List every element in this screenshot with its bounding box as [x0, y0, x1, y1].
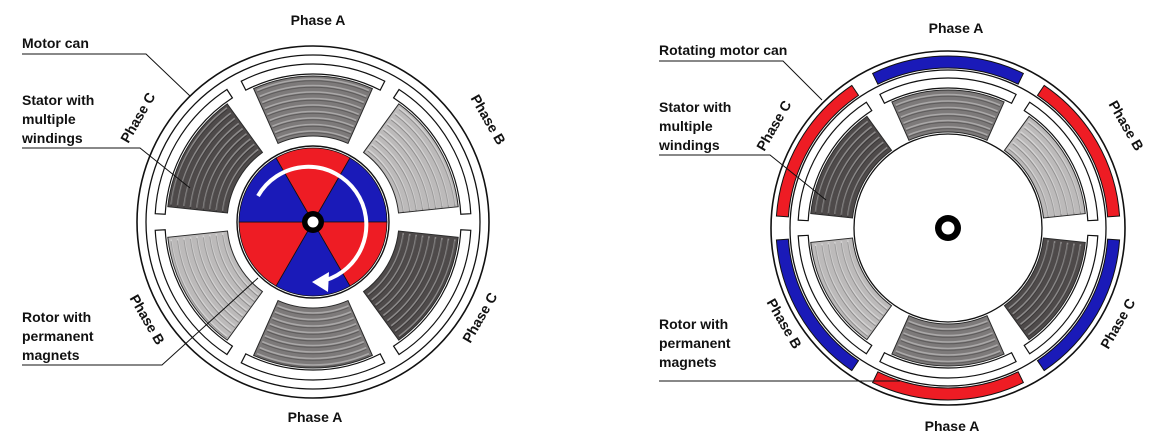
left-stator-tooth-1	[392, 88, 472, 215]
label-right-stator-line1: Stator with	[659, 99, 731, 115]
right-magnet-2	[1036, 238, 1121, 372]
label-rotor-line2: permanent	[22, 328, 94, 344]
outrunner-motor: Rotating motor can Stator with multiple …	[658, 20, 1147, 434]
left-stator-tooth-3	[240, 353, 386, 381]
label-rotor-line3: magnets	[22, 347, 80, 363]
left-phase-upper-right: Phase B	[468, 92, 509, 148]
left-phase-top: Phase A	[291, 12, 346, 28]
label-stator-line3: windings	[21, 130, 83, 146]
right-magnet-5	[775, 84, 860, 218]
left-rotor-magnet-5	[238, 157, 314, 223]
inrunner-motor: Motor can Stator with multiple windings …	[21, 12, 509, 425]
label-right-rotor-line3: magnets	[659, 354, 717, 370]
right-phase-top: Phase A	[929, 20, 984, 36]
left-stator-tooth-0	[240, 63, 386, 91]
leader-rotor	[22, 277, 259, 366]
right-stator-tooth-2	[1023, 234, 1099, 355]
label-rotor-line1: Rotor with	[22, 309, 91, 325]
label-stator-line2: multiple	[22, 111, 76, 127]
right-winding-phase-c-5	[810, 115, 893, 219]
left-winding-phase-c-5	[167, 103, 264, 214]
right-winding-phase-a-3	[891, 315, 1005, 367]
left-rotor	[236, 145, 390, 299]
left-winding-phase-c-2	[362, 230, 459, 341]
left-stator-tooth-4	[154, 229, 234, 356]
leader-stator	[22, 147, 191, 189]
leader-right-stator	[659, 154, 827, 201]
right-winding-phase-b-4	[810, 237, 893, 341]
right-stator-windings	[810, 89, 1086, 367]
label-right-stator-line2: multiple	[659, 118, 713, 134]
label-stator-line1: Stator with	[22, 92, 94, 108]
right-phase-bottom: Phase A	[925, 418, 980, 434]
label-right-rotor-line1: Rotor with	[659, 316, 728, 332]
right-stator-tooth-5	[797, 101, 873, 222]
left-stator-windings	[167, 75, 459, 369]
label-motor-can: Motor can	[22, 35, 89, 51]
right-winding-phase-b-1	[1003, 115, 1086, 219]
right-phase-upper-left: Phase C	[753, 98, 794, 154]
label-rotating-motor-can: Rotating motor can	[659, 42, 787, 58]
right-phase-upper-right: Phase B	[1106, 98, 1147, 154]
right-stator-tooth-4	[797, 234, 873, 355]
left-rotor-magnet-1	[312, 157, 388, 223]
left-stator-tooth-5	[154, 88, 234, 215]
left-phase-bottom: Phase A	[288, 409, 343, 425]
right-permanent-magnets	[775, 55, 1121, 401]
left-winding-phase-b-4	[167, 230, 264, 341]
left-stator-teeth	[154, 63, 472, 381]
left-rotor-magnet-2	[312, 221, 388, 287]
label-right-rotor-line2: permanent	[659, 335, 731, 351]
right-stator-tooth-0	[879, 77, 1017, 105]
rotation-arrow-icon	[256, 164, 369, 284]
label-right-stator-line3: windings	[658, 137, 720, 153]
right-stator-tooth-1	[1023, 101, 1099, 222]
right-stator-teeth	[797, 77, 1099, 379]
leader-motor-can	[22, 53, 191, 97]
right-magnet-3	[871, 371, 1025, 401]
leader-rotating-motor-can	[659, 60, 823, 101]
right-winding-phase-a-0	[891, 89, 1005, 141]
left-winding-phase-b-1	[362, 103, 459, 214]
left-phase-upper-left: Phase C	[117, 90, 158, 146]
left-rotor-magnet-4	[238, 221, 314, 287]
right-magnet-0	[871, 55, 1025, 85]
left-winding-phase-a-3	[252, 299, 374, 369]
left-winding-phase-a-0	[252, 75, 374, 145]
rotation-arrowhead-icon	[312, 272, 329, 292]
left-stator-tooth-2	[392, 229, 472, 356]
right-winding-phase-c-2	[1003, 237, 1086, 341]
right-stator-tooth-3	[879, 351, 1017, 379]
right-magnet-inner-edge	[789, 69, 1107, 387]
right-magnet-1	[1036, 84, 1121, 218]
right-magnet-4	[775, 238, 860, 372]
